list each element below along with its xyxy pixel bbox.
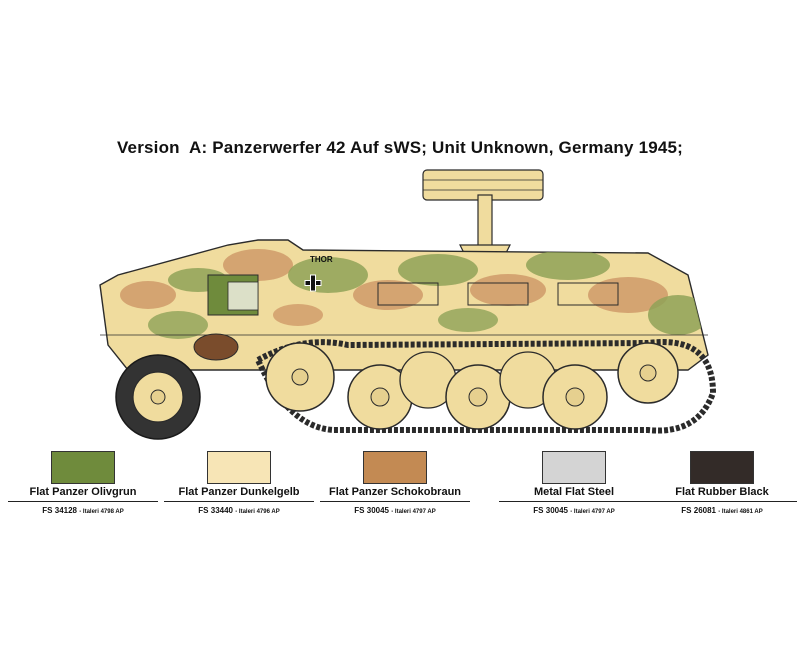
swatch-name: Flat Panzer Olivgrun <box>8 486 158 502</box>
title-text: Panzerwerfer 42 Auf sWS; Unit Unknown, G… <box>212 138 684 157</box>
swatch-color-box <box>363 451 427 484</box>
swatch-code: FS 30045 - Italeri 4797 AP <box>533 506 615 515</box>
vehicle-illustration: THOR <box>99 169 717 440</box>
color-swatch-rubber-black: Flat Rubber Black FS 26081 - Italeri 486… <box>647 451 797 515</box>
title-letter: A: <box>188 138 208 157</box>
balkenkreuz-icon <box>304 274 322 292</box>
swatch-code: FS 30045 - Italeri 4797 AP <box>354 506 436 515</box>
swatch-color-box <box>51 451 115 484</box>
page-title: Version A: Panzerwerfer 42 Auf sWS; Unit… <box>0 138 800 158</box>
swatch-name: Flat Panzer Schokobraun <box>320 486 470 502</box>
swatch-color-box <box>690 451 754 484</box>
swatch-code: FS 34128 - Italeri 4798 AP <box>42 506 124 515</box>
swatch-name: Flat Panzer Dunkelgelb <box>164 486 314 502</box>
front-wheel <box>115 354 201 440</box>
swatch-name: Metal Flat Steel <box>499 486 649 502</box>
swatch-color-box <box>542 451 606 484</box>
color-swatch-flat-steel: Metal Flat Steel FS 30045 - Italeri 4797… <box>499 451 649 515</box>
swatch-code: FS 26081 - Italeri 4861 AP <box>681 506 763 515</box>
swatch-name: Flat Rubber Black <box>647 486 797 502</box>
swatch-code: FS 33440 - Italeri 4796 AP <box>198 506 280 515</box>
color-swatch-schokobraun: Flat Panzer Schokobraun FS 30045 - Itale… <box>320 451 470 515</box>
color-swatch-olivgrun: Flat Panzer Olivgrun FS 34128 - Italeri … <box>8 451 158 515</box>
rocket-launcher <box>422 169 544 258</box>
road-wheels <box>265 342 679 430</box>
vehicle-hull <box>99 239 709 371</box>
muffler <box>193 333 239 361</box>
vehicle-marking: THOR <box>310 255 333 264</box>
track <box>254 339 717 434</box>
title-version: Version <box>116 138 180 157</box>
color-swatch-dunkelgelb: Flat Panzer Dunkelgelb FS 33440 - Italer… <box>164 451 314 515</box>
swatch-color-box <box>207 451 271 484</box>
